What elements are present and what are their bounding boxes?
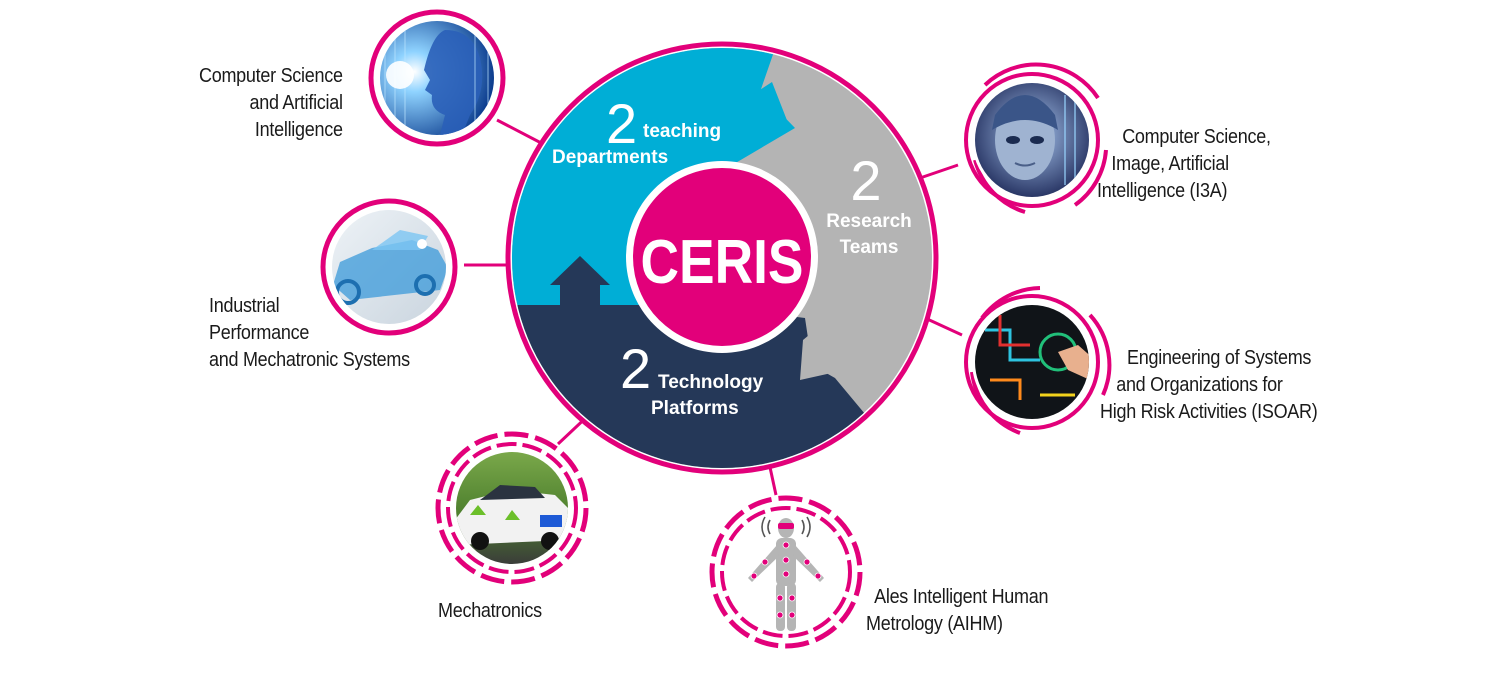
label-aihm: Ales Intelligent Human Metrology (AIHM)	[866, 586, 1049, 635]
arrow-teaching-to-research	[742, 82, 790, 128]
platform-aihm-photo	[709, 495, 863, 649]
label-mechatronics: Mechatronics	[438, 600, 542, 622]
teaching-number: 2	[606, 92, 637, 155]
teaching-line2: Departments	[552, 147, 668, 168]
control-screen-image	[975, 305, 1089, 419]
ceris-wheel: CERIS 2 teaching Departments 2 Research …	[505, 41, 939, 475]
human-body-sensors-image	[748, 516, 824, 631]
team-isoar-photo	[964, 286, 1112, 435]
platforms-line2: Platforms	[651, 398, 739, 419]
teaching-line1: teaching	[643, 121, 721, 142]
department-mechatronic-photo	[320, 198, 458, 336]
platforms-line1: Technology	[658, 372, 764, 393]
arrow-research-to-platforms	[800, 330, 840, 380]
team-i3a-photo	[964, 62, 1108, 214]
arrow-platforms-to-teaching	[550, 256, 610, 306]
research-number: 2	[850, 149, 881, 212]
race-car-image	[456, 452, 568, 564]
label-i3a: Computer Science, Image, Artificial Inte…	[1097, 126, 1271, 202]
label-computer-science-ai: Computer Science and Artificial Intellig…	[199, 65, 343, 141]
platforms-number: 2	[620, 337, 651, 400]
department-ai-photo	[368, 9, 506, 147]
label-industrial-performance: Industrial Performance and Mechatronic S…	[209, 295, 410, 371]
center-disc	[633, 168, 811, 346]
transparent-car-image	[332, 210, 446, 324]
research-line1: Research	[826, 211, 912, 232]
robot-face-image	[975, 83, 1089, 197]
platform-mechatronics-photo	[435, 431, 589, 585]
ai-face-image	[380, 21, 494, 135]
research-line2: Teams	[840, 237, 899, 258]
center-label: CERIS	[641, 228, 804, 297]
label-isoar: Engineering of Systems and Organizations…	[1100, 347, 1318, 423]
